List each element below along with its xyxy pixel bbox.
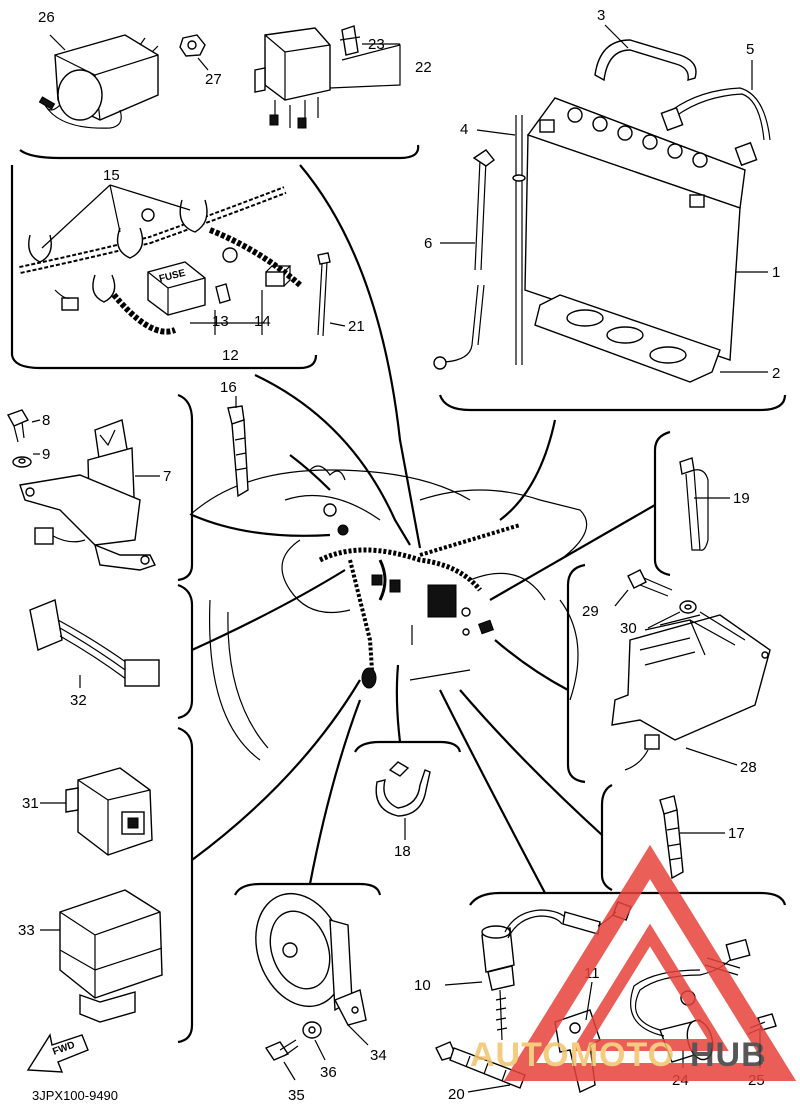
- callout-6: 6: [424, 235, 432, 252]
- bolt-part-8: [6, 409, 30, 443]
- panel-frame-left-lower: [177, 726, 194, 1044]
- callout-34: 34: [370, 1047, 387, 1064]
- callout-4: 4: [460, 121, 468, 138]
- callout-10: 10: [414, 977, 431, 994]
- callout-22: 22: [415, 59, 432, 76]
- cable-tie-part-16: [227, 405, 249, 498]
- callout-13: 13: [212, 313, 229, 330]
- battery-lead-part-5: [660, 87, 771, 167]
- wire-harness-part-15: [19, 186, 302, 335]
- lead-connector-part-32: [29, 599, 160, 687]
- callout-8: 8: [42, 412, 50, 429]
- callout-35: 35: [288, 1087, 305, 1104]
- callout-26: 26: [38, 9, 55, 26]
- drawing-code: 3JPX100-9490: [32, 1088, 118, 1103]
- motorcycle-frame-outline: [189, 465, 588, 761]
- callout-18: 18: [394, 843, 411, 860]
- breather-pipe-part-4: [512, 115, 526, 365]
- callout-3: 3: [597, 7, 605, 24]
- callout-32: 32: [70, 692, 87, 709]
- battery-lead-part-6: [433, 149, 495, 370]
- callout-17: 17: [728, 825, 745, 842]
- callout-9: 9: [42, 446, 50, 463]
- panel-frame-top: [19, 144, 420, 160]
- panel-frame-left-upper: [177, 393, 194, 582]
- cable-band-part-21: [317, 252, 331, 337]
- callout-12: 12: [222, 347, 239, 364]
- leader-lines: [191, 164, 656, 894]
- fuse-part-23: [339, 25, 361, 56]
- main-switch-part-7: [19, 419, 156, 571]
- panel-frame-horn: [233, 882, 382, 896]
- cable-band-part-19: [679, 457, 709, 551]
- fuse-box-part-12: FUSE: [147, 261, 206, 316]
- washer-part-9: [12, 456, 32, 468]
- panel-frame-left-mid: [177, 583, 194, 720]
- callout-31: 31: [22, 795, 39, 812]
- washer-part-30: [679, 600, 697, 614]
- forward-arrow: FWD: [26, 1033, 89, 1073]
- fuse-holder-part-14: [265, 265, 292, 287]
- clip-part-18: [375, 761, 431, 817]
- watermark-text-accent: HUB: [690, 1036, 767, 1074]
- panel-frame-right-28: [566, 563, 586, 784]
- callout-5: 5: [746, 41, 754, 58]
- callout-28: 28: [740, 759, 757, 776]
- callout-7: 7: [163, 468, 171, 485]
- spare-fuse-part-13: [215, 283, 231, 304]
- panel-frame-clip: [354, 740, 462, 753]
- panel-frame-right-17: [600, 784, 613, 891]
- callout-1: 1: [772, 264, 780, 281]
- callout-27: 27: [205, 71, 222, 88]
- relay-part-22: [254, 27, 331, 129]
- callout-30: 30: [620, 620, 637, 637]
- callout-29: 29: [582, 603, 599, 620]
- panel-frame-battery: [438, 394, 787, 412]
- battery-band-part-3: [594, 39, 697, 82]
- washer-part-36: [302, 1021, 322, 1039]
- panel-frames: [10, 144, 787, 1044]
- part-number-callouts: 1 2 3 4 5 6 7 8 9 10 11 12 13 14 15 16 1…: [18, 7, 780, 1104]
- nut-part-27: [179, 34, 206, 57]
- callout-19: 19: [733, 490, 750, 507]
- panel-frame-right-19: [653, 430, 671, 577]
- relay-part-31: [65, 767, 153, 856]
- watermark-text-main: AUTOMOTO: [470, 1036, 675, 1074]
- callout-33: 33: [18, 922, 35, 939]
- flasher-relay-part-33: [59, 889, 163, 1023]
- horn-part-34: [255, 892, 367, 1026]
- cable-tie-part-17: [659, 795, 684, 880]
- callout-16: 16: [220, 379, 237, 396]
- callout-23: 23: [368, 36, 385, 53]
- watermark-inner-triangle: [571, 923, 729, 1051]
- ignition-coil-part-26: [38, 34, 159, 129]
- callout-2: 2: [772, 365, 780, 382]
- central-wiring-harness: [318, 503, 521, 689]
- panel-frame-harness: [10, 165, 318, 370]
- callout-36: 36: [320, 1064, 337, 1081]
- regulator-part-28: [611, 611, 771, 771]
- callout-20: 20: [448, 1086, 465, 1103]
- callout-14: 14: [254, 313, 271, 330]
- callout-15: 15: [103, 167, 120, 184]
- watermark-triangle: [503, 844, 797, 1081]
- battery-tray-part-2: [534, 294, 721, 383]
- bolt-part-35: [264, 1039, 299, 1061]
- callout-21: 21: [348, 318, 365, 335]
- bolt-part-29: [627, 569, 673, 597]
- watermark-logo: AUTOMOTO HUB: [470, 844, 797, 1081]
